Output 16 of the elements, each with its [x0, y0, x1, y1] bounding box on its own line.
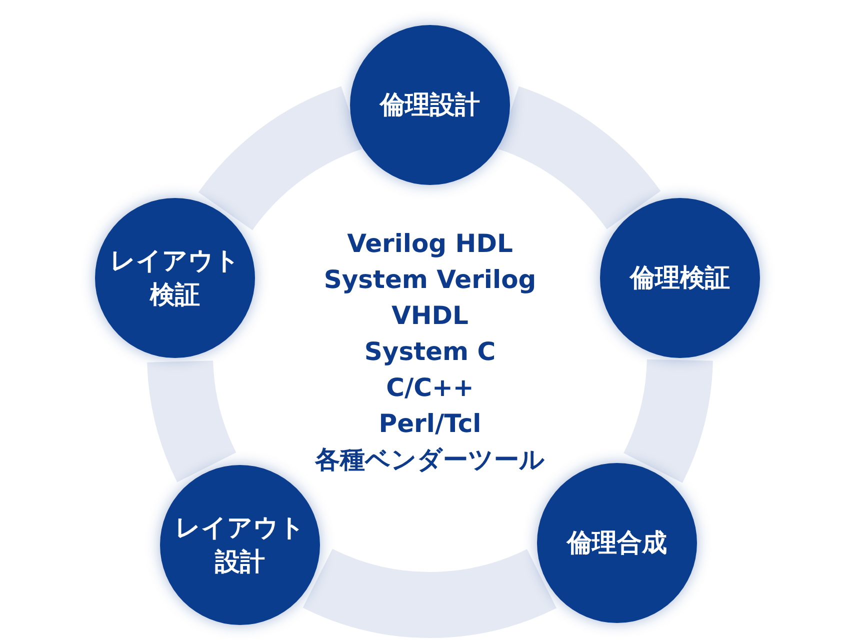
ring-segment: [622, 358, 713, 482]
language-item: System Verilog: [322, 264, 538, 296]
stage-label: レイアウト検証: [109, 245, 241, 311]
language-item: Verilog HDL: [346, 228, 514, 260]
language-item: Perl/Tcl: [378, 408, 482, 440]
language-item: VHDL: [390, 300, 470, 332]
language-item: C/C++: [385, 372, 475, 404]
stage-label: 倫理検証: [628, 262, 731, 294]
ring-segment: [147, 358, 237, 480]
ring-segment: [304, 548, 555, 638]
stage-label: レイアウト設計: [174, 512, 306, 578]
language-item: 各種ベンダーツール: [314, 444, 546, 476]
stage-label: 倫理合成: [565, 527, 668, 559]
ring-segment: [496, 87, 660, 231]
language-item: System C: [363, 336, 497, 368]
stage-label: 倫理設計: [378, 89, 481, 121]
